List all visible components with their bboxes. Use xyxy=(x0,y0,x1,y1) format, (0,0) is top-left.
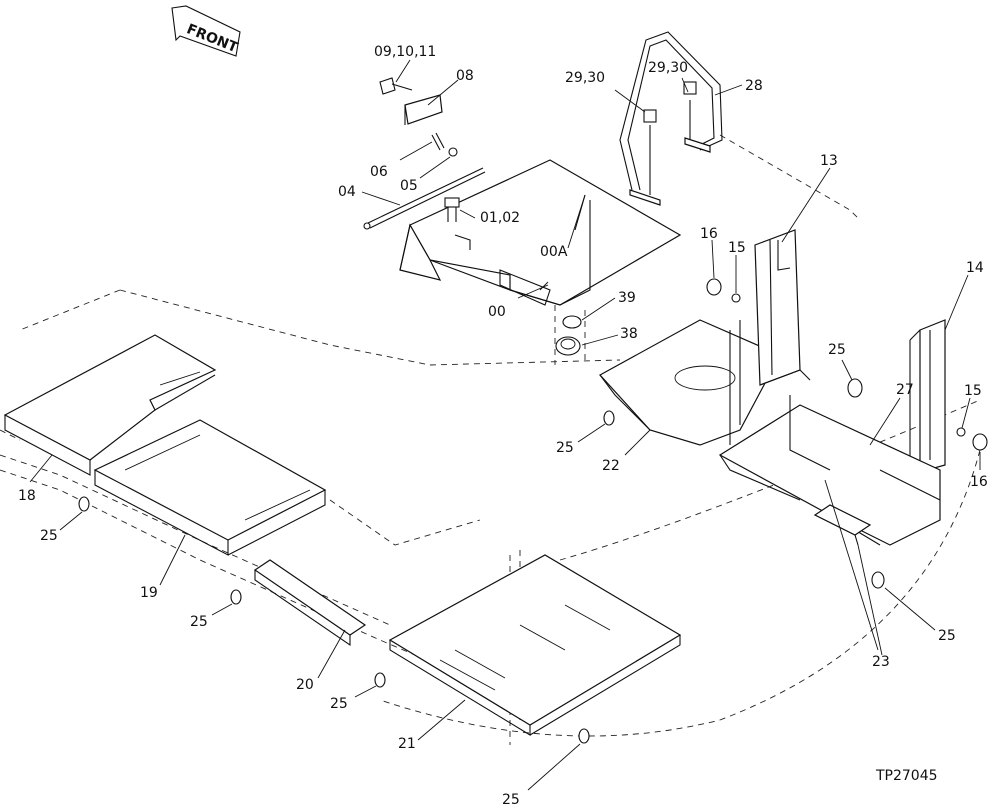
knob-25-f xyxy=(578,728,590,744)
callout-15-a: 15 xyxy=(728,240,746,256)
callout-05: 05 xyxy=(400,178,418,194)
callout-labels: 09,10,11 08 29,30 29,30 28 06 05 04 01,0… xyxy=(18,44,988,808)
bracket-part-23 xyxy=(813,504,872,546)
callout-00: 00 xyxy=(488,304,506,320)
callout-04: 04 xyxy=(338,184,356,200)
callout-22: 22 xyxy=(602,458,620,474)
callout-25-a: 25 xyxy=(828,342,846,358)
floor-plate-part-20 xyxy=(253,559,367,647)
floor-plate-part-21 xyxy=(388,554,682,736)
callout-16-a: 16 xyxy=(700,226,718,242)
part-15-b xyxy=(956,427,966,437)
callout-25-c: 25 xyxy=(40,528,58,544)
callout-29-30-a: 29,30 xyxy=(565,70,605,86)
part-16-a xyxy=(706,278,722,296)
step-part-22 xyxy=(599,319,781,446)
part-15-a xyxy=(731,293,741,303)
grommet-part-39 xyxy=(562,315,582,329)
knob-25-b xyxy=(603,410,615,426)
small-parts-15-16 xyxy=(706,278,988,451)
callout-08: 08 xyxy=(456,68,474,84)
figure-id: TP27045 xyxy=(875,768,938,784)
callout-16-b: 16 xyxy=(970,474,988,490)
callout-38: 38 xyxy=(620,326,638,342)
knob-25-g xyxy=(871,571,885,589)
post-part-13 xyxy=(754,229,811,386)
post-part-14 xyxy=(909,319,946,482)
callout-13: 13 xyxy=(820,153,838,169)
knob-25-c xyxy=(78,496,90,512)
leader-lines xyxy=(29,59,981,791)
front-direction-arrow: FRONT xyxy=(171,5,241,57)
handrail-part-28 xyxy=(619,31,723,206)
callout-29-30-b: 29,30 xyxy=(648,60,688,76)
callout-39: 39 xyxy=(618,290,636,306)
callout-25-g: 25 xyxy=(938,628,956,644)
callout-19: 19 xyxy=(140,585,158,601)
callout-01-02: 01,02 xyxy=(480,210,520,226)
cover-part-00 xyxy=(399,159,682,306)
callout-23: 23 xyxy=(872,654,890,670)
callout-20: 20 xyxy=(296,677,314,693)
callout-25-e: 25 xyxy=(330,696,348,712)
callout-06: 06 xyxy=(370,164,388,180)
pin-part-06 xyxy=(431,132,445,151)
floor-plate-part-18 xyxy=(3,334,217,476)
callout-28: 28 xyxy=(745,78,763,94)
knob-25-a xyxy=(847,378,863,398)
bolt-part-09 xyxy=(379,77,413,95)
callout-25-b: 25 xyxy=(556,440,574,456)
knob-25-d xyxy=(230,589,242,605)
callout-25-f: 25 xyxy=(502,792,520,808)
knob-25-e xyxy=(374,672,386,688)
part-16-b xyxy=(972,433,988,451)
rod-part-04 xyxy=(363,167,486,230)
floor-plate-part-19 xyxy=(93,419,327,556)
bolt-part-01 xyxy=(444,197,460,222)
callout-00A: 00A xyxy=(540,244,568,260)
callout-14: 14 xyxy=(966,260,984,276)
callout-09-10-11: 09,10,11 xyxy=(374,44,436,60)
grommet-part-38 xyxy=(555,336,581,356)
callout-25-d: 25 xyxy=(190,614,208,630)
callout-15-b: 15 xyxy=(964,383,982,399)
washer-part-05 xyxy=(448,147,458,157)
callout-21: 21 xyxy=(398,736,416,752)
knob-bolts-25 xyxy=(78,378,885,744)
callout-27: 27 xyxy=(896,382,914,398)
bracket-part-08 xyxy=(404,94,443,125)
callout-18: 18 xyxy=(18,488,36,504)
